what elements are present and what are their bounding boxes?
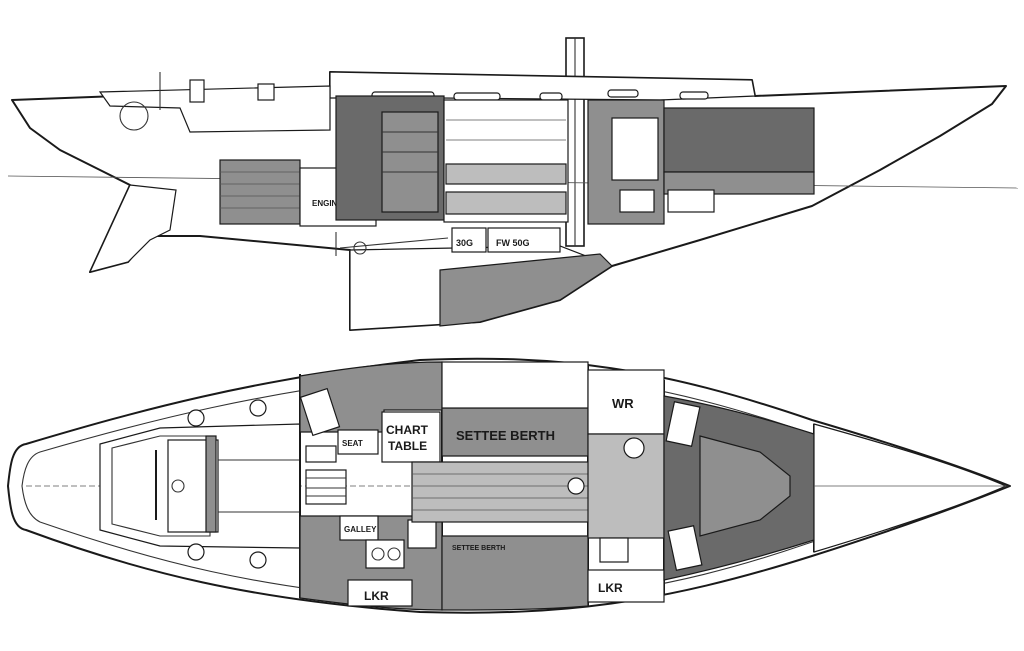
hull-plan bbox=[7, 357, 1011, 614]
seat-label: SEAT bbox=[342, 439, 363, 448]
keel-ballast bbox=[439, 253, 613, 327]
settee-port-label: SETTEE BERTH bbox=[452, 545, 505, 552]
forecabin-profile bbox=[663, 107, 815, 173]
fw-tank bbox=[487, 227, 561, 253]
plan-view: CHART TABLE SEAT GALLEY LKR SETTEE BERTH… bbox=[7, 357, 1011, 614]
fw-tank-label: FW 50G bbox=[496, 238, 530, 248]
table-label: TABLE bbox=[388, 439, 427, 453]
settee-berth-label: SETTEE BERTH bbox=[456, 428, 555, 443]
settee-berth-port bbox=[441, 535, 589, 611]
profile-view: ENGINE 30G FW 50G bbox=[7, 37, 1019, 331]
fuel-tank bbox=[451, 227, 487, 253]
quarter-berth bbox=[219, 159, 301, 225]
rudder bbox=[88, 184, 177, 273]
chart-label: CHART bbox=[386, 423, 429, 437]
saloon-table bbox=[411, 461, 593, 523]
chain-locker bbox=[813, 423, 1008, 553]
chart-table bbox=[381, 411, 441, 463]
wr-label: WR bbox=[612, 396, 634, 411]
washroom bbox=[587, 369, 665, 435]
aft-locker bbox=[347, 579, 413, 607]
nav-seat bbox=[337, 429, 379, 455]
galley-label: GALLEY bbox=[344, 525, 377, 534]
lkr-fwd-label: LKR bbox=[598, 581, 623, 595]
lkr-aft-label: LKR bbox=[364, 589, 389, 603]
engine-label: ENGINE bbox=[312, 199, 343, 208]
fwd-locker bbox=[587, 569, 665, 603]
fuel-tank-label: 30G bbox=[456, 238, 473, 248]
